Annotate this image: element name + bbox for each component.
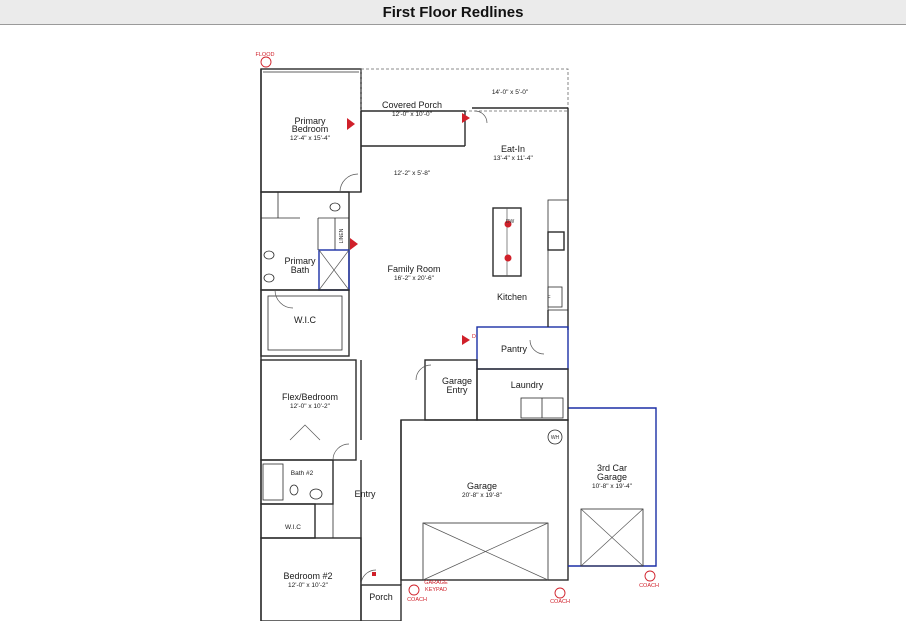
- garage-keypad-label-1: GARAGE: [424, 580, 448, 586]
- door-tag-label: D: [472, 334, 476, 340]
- bedroom2-dim: 12'-0" x 10'-2": [288, 582, 329, 589]
- wic2-label: W.I.C: [285, 524, 301, 531]
- family-room-dim: 16'-2" x 20'-6": [394, 275, 435, 282]
- fixtures: [263, 202, 563, 500]
- coach-light-garage-label: COACH: [550, 599, 570, 605]
- flex-bedroom-dim: 12'-0" x 10'-2": [290, 403, 331, 410]
- covered-porch-dim: 12'-0" x 10'-0": [392, 111, 433, 118]
- porch-ext-dim: 14'-0" x 5'-0": [492, 89, 529, 96]
- third-car-garage-dim: 10'-8" x 19'-4": [592, 483, 633, 490]
- door-swings: [274, 110, 545, 586]
- primary-bath-label-1: Primary: [285, 256, 316, 266]
- laundry-label: Laundry: [511, 380, 544, 390]
- eat-in-label: Eat-In: [501, 144, 525, 154]
- eat-in-dim: 13'-4" x 11'-4": [493, 155, 533, 162]
- garage-entry-label-2: Entry: [446, 385, 468, 395]
- redline-markups: [260, 56, 656, 599]
- bedroom2-label: Bedroom #2: [283, 571, 332, 581]
- page-title: First Floor Redlines: [382, 3, 524, 21]
- family-room-label: Family Room: [387, 264, 440, 274]
- hall-dim: 12'-2" x 5'-8": [394, 170, 431, 177]
- kitchen-label: Kitchen: [497, 292, 527, 302]
- wic-primary-label: W.I.C: [294, 315, 316, 325]
- porch-label: Porch: [369, 592, 393, 602]
- walls: [260, 68, 657, 621]
- primary-bath-label-2: Bath: [291, 265, 310, 275]
- flood-label: FLOOD: [256, 52, 275, 58]
- pantry-label: Pantry: [501, 344, 528, 354]
- linen-label: LINEN: [339, 228, 345, 243]
- water-heater-label: WH: [551, 435, 560, 441]
- third-car-garage-label-1: 3rd Car: [597, 463, 627, 473]
- coach-light-porch-label: COACH: [407, 597, 427, 603]
- dishwasher-label: DW: [506, 219, 515, 225]
- entry-label: Entry: [354, 489, 376, 499]
- garage-keypad-label-2: KEYPAD: [425, 587, 447, 593]
- garage-dim: 20'-8" x 19'-8": [462, 492, 503, 499]
- primary-bedroom-dim: 12'-4" x 15'-4": [290, 135, 331, 142]
- title-bar: First Floor Redlines: [0, 0, 906, 25]
- bath2-label: Bath #2: [291, 470, 314, 477]
- fridge-label: F: [547, 295, 550, 301]
- primary-bedroom-label-2: Bedroom: [292, 124, 329, 134]
- garage-entry-label-1: Garage: [442, 376, 472, 386]
- primary-bedroom-label-1: Primary: [295, 116, 326, 126]
- coach-light-3rd-label: COACH: [639, 583, 659, 589]
- covered-porch-label: Covered Porch: [382, 100, 442, 110]
- garage-label: Garage: [467, 481, 497, 491]
- flex-bedroom-label: Flex/Bedroom: [282, 392, 338, 402]
- third-car-garage-label-2: Garage: [597, 472, 627, 482]
